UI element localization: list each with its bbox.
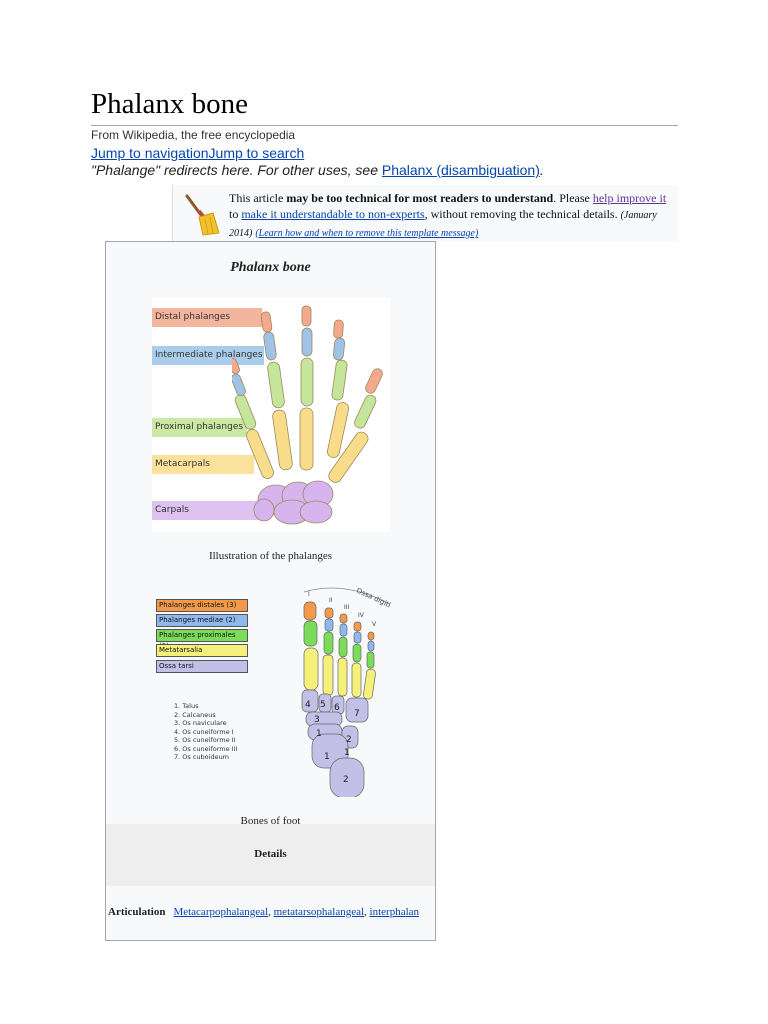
- notice-text-2: . Please: [553, 191, 593, 205]
- interphalangeal-link[interactable]: interphalan: [369, 906, 420, 918]
- hatnote-suffix: .: [539, 162, 544, 178]
- list-item: 5. Os cuneiforme II: [174, 736, 236, 744]
- list-item: 6. Os cuneiforme III: [174, 744, 238, 753]
- metacarpophalangeal-link[interactable]: Metacarpophalangeal: [173, 906, 269, 918]
- jump-to-search-link[interactable]: Jump to search: [208, 145, 305, 161]
- toe-numeral: III: [344, 604, 350, 611]
- foot-illustration[interactable]: Phalanges distales (3) Phalanges mediae …: [156, 582, 416, 797]
- hatnote: "Phalange" redirects here. For other use…: [91, 162, 544, 178]
- notice-text-4: , without removing the technical details…: [424, 207, 621, 221]
- label-distal-phalanges: Distal phalanges: [152, 308, 262, 327]
- bone-number: 3: [314, 715, 320, 725]
- notice-text-1: This article: [229, 191, 287, 205]
- list-item: 7. Os cuboideum: [174, 753, 230, 761]
- bone-number: 6: [334, 703, 340, 713]
- jump-links: Jump to navigationJump to search: [91, 145, 304, 161]
- toe-numeral: II: [329, 597, 333, 604]
- caption-phalanges: Illustration of the phalanges: [208, 550, 333, 562]
- broom-icon: [185, 194, 220, 236]
- label-carpals: Carpals: [152, 501, 270, 520]
- notice-date: (January 2014): [229, 210, 657, 239]
- label-phalanges-mediae: Phalanges mediae (2): [156, 614, 248, 627]
- disambiguation-link[interactable]: Phalanx (disambiguation): [381, 162, 540, 178]
- list-item: 2. Calcaneus: [174, 710, 216, 719]
- details-label: Details: [254, 848, 287, 860]
- site-tagline: From Wikipedia, the free encyclopedia: [91, 128, 296, 142]
- articulation-label: Articulation: [108, 906, 166, 918]
- label-metacarpals: Metacarpals: [152, 455, 254, 474]
- bone-number: 2: [346, 735, 352, 745]
- infobox-title: Phalanx bone: [230, 260, 311, 275]
- title-divider: [91, 125, 678, 126]
- help-improve-link[interactable]: help improve it: [592, 191, 667, 205]
- toe-numeral: I: [308, 591, 310, 598]
- toe-numeral: IV: [358, 612, 365, 619]
- separator: ,: [268, 906, 274, 918]
- label-phalanges-distales: Phalanges distales (3): [156, 599, 248, 612]
- foot-bones: Ossa digiti I II III IV V: [301, 587, 392, 797]
- notice-bold: may be too technical for most readers to…: [286, 191, 554, 205]
- hand-illustration[interactable]: Distal phalanges Intermediate phalanges …: [152, 298, 390, 532]
- technical-notice-box: This article may be too technical for mo…: [172, 185, 678, 242]
- bone-number: 2: [343, 775, 349, 785]
- bone-number: 1: [344, 748, 350, 758]
- jump-to-navigation-link[interactable]: Jump to navigation: [91, 145, 209, 161]
- metatarsophalangeal-link[interactable]: metatarsophalangeal: [273, 906, 365, 918]
- list-item: 1. Talus: [174, 702, 199, 710]
- bone-number: 1: [316, 729, 322, 739]
- notice-text-3: to: [229, 207, 242, 221]
- ossa-digiti-label: Ossa digiti: [355, 587, 392, 610]
- toe-numeral: V: [372, 621, 377, 628]
- bone-number: 4: [305, 700, 311, 710]
- articulation-row: Articulation Metacarpophalangeal, metatar…: [108, 906, 419, 918]
- label-ossa-tarsi: Ossa tarsi: [156, 660, 248, 673]
- bone-number: 5: [320, 700, 326, 710]
- hatnote-prefix: "Phalange" redirects here. For other use…: [91, 162, 382, 178]
- remove-template-link[interactable]: (Learn how and when to remove this templ…: [255, 228, 479, 239]
- page-title: Phalanx bone: [91, 88, 249, 120]
- label-proximal-phalanges: Proximal phalanges: [152, 418, 247, 437]
- list-item: 3. Os naviculare: [174, 719, 227, 727]
- details-header: Details: [106, 824, 435, 886]
- tarsal-bone-list: 1. Talus 2. Calcaneus 3. Os naviculare 4…: [174, 702, 237, 762]
- bone-number: 1: [324, 752, 330, 762]
- hand-bones: [232, 305, 383, 525]
- label-phalanges-proximales: Phalanges proximales (1): [156, 629, 248, 650]
- separator: ,: [364, 906, 370, 918]
- notice-text: This article may be too technical for mo…: [229, 190, 675, 242]
- bone-number: 7: [354, 709, 360, 719]
- make-understandable-link[interactable]: make it understandable to non-experts: [241, 207, 425, 221]
- infobox: Phalanx bone Distal phalanges Intermedia…: [105, 241, 436, 941]
- label-metatarsalia: Metatarsalia: [156, 644, 248, 657]
- list-item: 4. Os cuneiforme I: [174, 727, 234, 736]
